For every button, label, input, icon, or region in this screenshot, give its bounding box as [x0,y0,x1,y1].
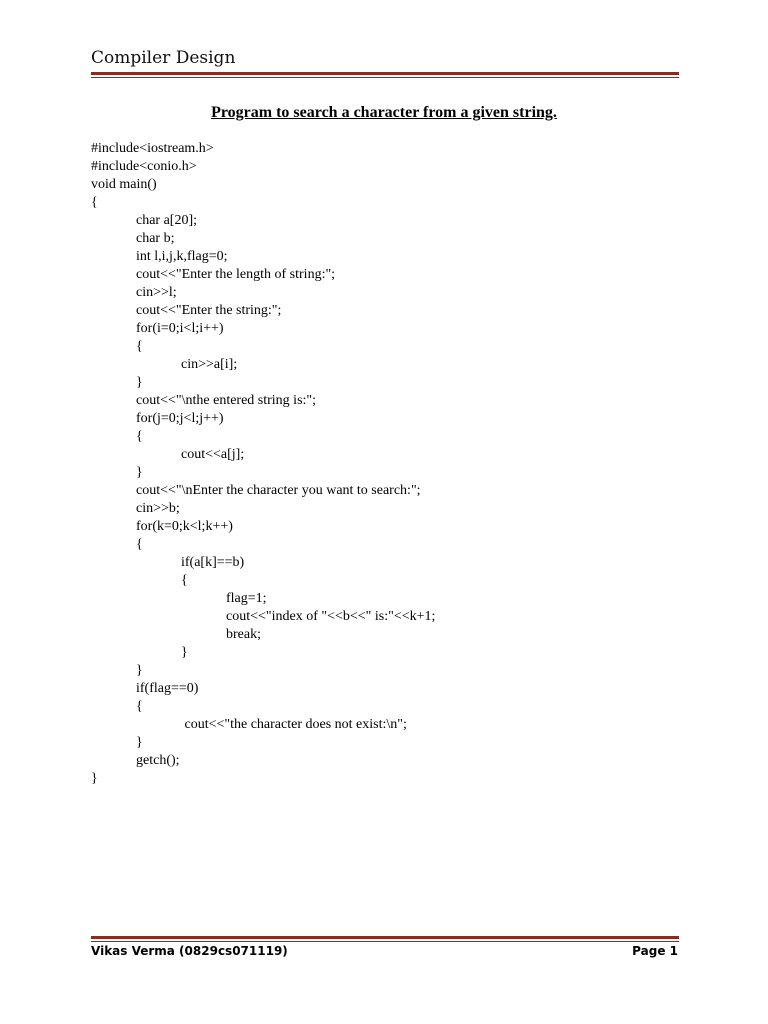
code-line: cout<<"\nthe entered string is:"; [136,393,317,408]
code-line: #include<conio.h> [91,159,197,174]
code-line: break; [226,627,261,642]
code-line: cout<<"the character does not exist:\n"; [181,717,407,732]
code-line: void main() [91,177,157,192]
code-line: cin>>b; [136,501,180,516]
code-line: } [91,771,98,786]
code-line: } [136,465,143,480]
code-block: #include<iostream.h> #include<conio.h> voi… [91,140,435,788]
footer-rule-thin [91,941,679,942]
footer-page-number: Page 1 [632,944,678,958]
code-line: cout<<"\nEnter the character you want to… [136,483,421,498]
code-line: cin>>a[i]; [181,357,238,372]
code-line: { [91,195,98,210]
code-line: { [136,429,143,444]
code-line: { [136,339,143,354]
footer-rule-thick [91,936,679,939]
code-line: for(k=0;k<l;k++) [136,519,233,534]
code-line: getch(); [136,753,180,768]
code-line: cout<<"Enter the string:"; [136,303,282,318]
code-line: #include<iostream.h> [91,141,214,156]
code-line: } [181,645,188,660]
code-line: { [136,537,143,552]
code-line: cin>>l; [136,285,177,300]
code-line: } [136,735,143,750]
page-header-title: Compiler Design [91,48,236,68]
header-rule-thick [91,72,679,75]
code-line: char a[20]; [136,213,198,228]
code-line: cout<<"Enter the length of string:"; [136,267,336,282]
code-line: } [136,375,143,390]
code-line: { [136,699,143,714]
code-line: if(a[k]==b) [181,555,245,570]
code-line: flag=1; [226,591,267,606]
code-line: cout<<a[j]; [181,447,245,462]
code-line: int l,i,j,k,flag=0; [136,249,228,264]
code-line: { [181,573,188,588]
header-rule-thin [91,77,679,78]
code-line: if(flag==0) [136,681,199,696]
code-line: for(i=0;i<l;i++) [136,321,224,336]
document-title: Program to search a character from a giv… [211,104,557,121]
code-line: char b; [136,231,175,246]
footer-author: Vikas Verma (0829cs071119) [91,944,288,958]
code-line: } [136,663,143,678]
code-line: cout<<"index of "<<b<<" is:"<<k+1; [226,609,436,624]
code-line: for(j=0;j<l;j++) [136,411,224,426]
